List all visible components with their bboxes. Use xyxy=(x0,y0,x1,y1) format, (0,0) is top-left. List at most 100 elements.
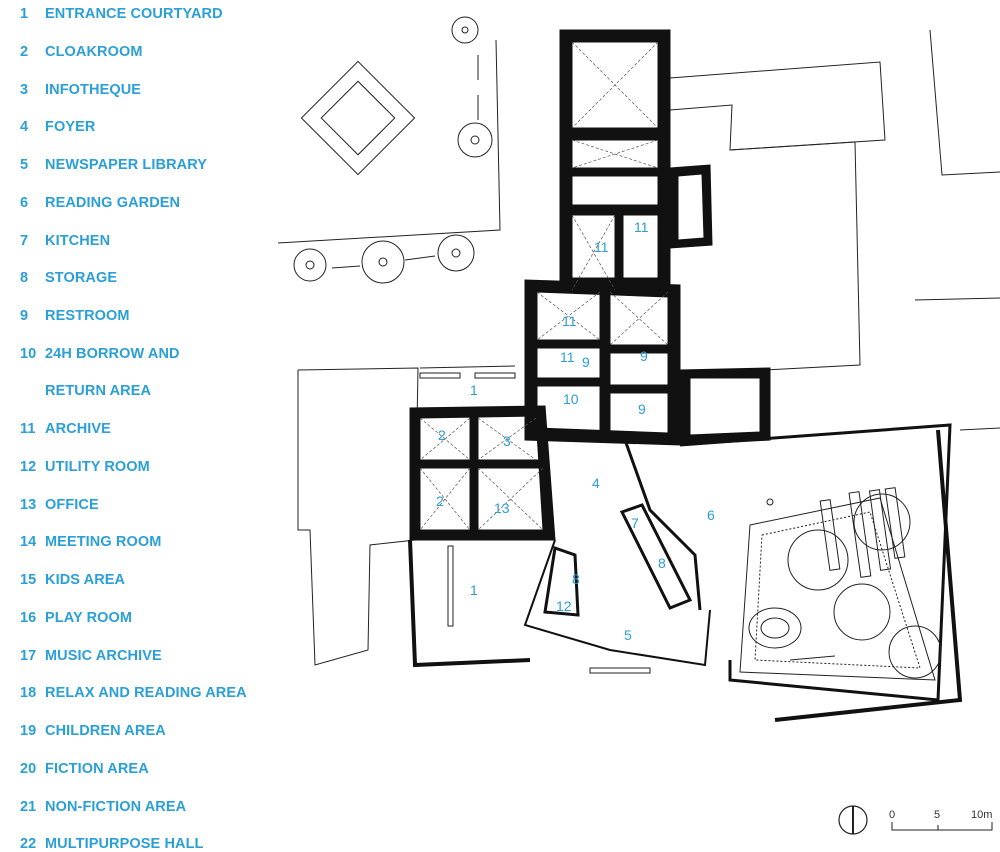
landscape-features xyxy=(293,16,493,284)
legend-number: 18 xyxy=(20,685,37,701)
legend-item: 14 MEETING ROOM xyxy=(20,534,161,550)
room-label-courtyard-north: 1 xyxy=(470,382,478,398)
benches xyxy=(419,372,651,674)
legend-number: 15 xyxy=(20,572,37,588)
legend-number: 5 xyxy=(20,157,29,173)
room-label-borrow-return: 10 xyxy=(563,391,579,407)
room-label-archive-a: 11 xyxy=(634,219,649,235)
legend-item: 4 FOYER xyxy=(20,119,95,135)
building-walls xyxy=(408,29,963,722)
room-label-restroom-c: 9 xyxy=(638,401,646,417)
garden-layout xyxy=(739,487,942,681)
legend-number: 3 xyxy=(20,82,29,98)
legend-number: 6 xyxy=(20,195,29,211)
legend-item: 19 CHILDREN AREA xyxy=(20,723,166,739)
legend-label: FOYER xyxy=(45,119,96,135)
room-label-utility-room: 12 xyxy=(556,598,572,614)
legend-number: 21 xyxy=(20,799,37,815)
legend-label: MUSIC ARCHIVE xyxy=(45,648,162,664)
room-label-restroom-b: 9 xyxy=(582,354,590,370)
legend-item: 9 RESTROOM xyxy=(20,308,130,324)
room-label-archive-d: 11 xyxy=(560,349,575,365)
legend-label: MEETING ROOM xyxy=(45,534,162,550)
legend-label: NON-FICTION AREA xyxy=(45,799,187,815)
legend-item: 5 NEWSPAPER LIBRARY xyxy=(20,157,207,173)
legend-label: INFOTHEQUE xyxy=(45,82,142,98)
legend-number: 16 xyxy=(20,610,37,626)
room-label-archive-b: 11 xyxy=(594,239,609,255)
room-label-restroom-a: 9 xyxy=(640,348,648,364)
legend-label: RESTROOM xyxy=(45,308,130,324)
legend-number: 19 xyxy=(20,723,37,739)
room-label-foyer: 4 xyxy=(592,475,600,491)
legend-label: 24H BORROW AND xyxy=(45,346,180,362)
legend-item: RETURN AREA xyxy=(20,383,151,399)
legend-number: 22 xyxy=(20,836,37,852)
legend-item: 6 READING GARDEN xyxy=(20,195,180,211)
legend-number: 20 xyxy=(20,761,37,777)
legend-item: 2 CLOAKROOM xyxy=(20,44,143,60)
legend-label: CLOAKROOM xyxy=(45,44,143,60)
legend-number: 4 xyxy=(20,119,29,135)
legend-item: 15 KIDS AREA xyxy=(20,572,125,588)
legend-label: FICTION AREA xyxy=(45,761,149,777)
legend-label: KIDS AREA xyxy=(45,572,126,588)
legend-label: RETURN AREA xyxy=(45,383,152,399)
ceiling-dashes xyxy=(419,41,669,531)
legend-label: RELAX AND READING AREA xyxy=(45,685,247,701)
room-label-kitchen: 7 xyxy=(631,515,639,531)
legend-item: 7 KITCHEN xyxy=(20,233,110,249)
legend-item: 8 STORAGE xyxy=(20,270,117,286)
legend-number: 7 xyxy=(20,233,29,249)
legend-label: UTILITY ROOM xyxy=(45,459,150,475)
room-label-cloakroom-a: 2 xyxy=(438,427,446,443)
legend-label: READING GARDEN xyxy=(45,195,181,211)
legend-number: 9 xyxy=(20,308,29,324)
legend-item: 3 INFOTHEQUE xyxy=(20,82,141,98)
legend-label: PLAY ROOM xyxy=(45,610,133,626)
legend-label: MULTIPURPOSE HALL xyxy=(45,836,204,852)
legend-item: 22 MULTIPURPOSE HALL xyxy=(20,836,204,852)
legend-label: CHILDREN AREA xyxy=(45,723,166,739)
legend-number: 12 xyxy=(20,459,37,475)
legend-number: 11 xyxy=(20,421,36,437)
legend-number: 17 xyxy=(20,648,37,664)
room-label-archive-c: 11 xyxy=(562,313,577,329)
legend-item: 12 UTILITY ROOM xyxy=(20,459,150,475)
legend-number: 1 xyxy=(20,6,29,22)
legend-label: OFFICE xyxy=(45,497,99,513)
legend-label: ENTRANCE COURTYARD xyxy=(45,6,223,22)
room-label-reading-garden: 6 xyxy=(707,507,715,523)
room-label-office: 13 xyxy=(494,500,510,516)
legend-item: 17 MUSIC ARCHIVE xyxy=(20,648,162,664)
legend-number: 10 xyxy=(20,346,37,362)
legend-item: 21 NON-FICTION AREA xyxy=(20,799,186,815)
scale-label-5: 5 xyxy=(934,809,940,821)
legend-item: 10 24H BORROW AND xyxy=(20,346,180,362)
legend-label: NEWSPAPER LIBRARY xyxy=(45,157,208,173)
legend-label: STORAGE xyxy=(45,270,118,286)
scale-label-10m: 10m xyxy=(971,809,992,821)
room-label-storage-a: 8 xyxy=(572,571,580,587)
legend-item: 18 RELAX AND READING AREA xyxy=(20,685,247,701)
legend-item: 20 FICTION AREA xyxy=(20,761,149,777)
scale-bar: 0 5 10m xyxy=(838,805,993,835)
legend-number: 13 xyxy=(20,497,37,513)
legend-number: 8 xyxy=(20,270,29,286)
room-label-courtyard-south: 1 xyxy=(470,582,478,598)
scale-label-0: 0 xyxy=(889,809,895,821)
legend-number: 2 xyxy=(20,44,29,60)
legend-item: 13 OFFICE xyxy=(20,497,99,513)
service-cores xyxy=(543,503,693,617)
room-label-cloakroom-b: 2 xyxy=(436,493,444,509)
legend-item: 16 PLAY ROOM xyxy=(20,610,132,626)
room-label-storage-b: 8 xyxy=(658,555,666,571)
room-legend: 1 ENTRANCE COURTYARD 2 CLOAKROOM 3 INFOTHEQUE… xyxy=(0,0,270,852)
legend-label: KITCHEN xyxy=(45,233,111,249)
room-label-infotheque: 3 xyxy=(503,433,511,449)
room-label-newspaper-library: 5 xyxy=(624,627,632,643)
legend-number: 14 xyxy=(20,534,37,550)
